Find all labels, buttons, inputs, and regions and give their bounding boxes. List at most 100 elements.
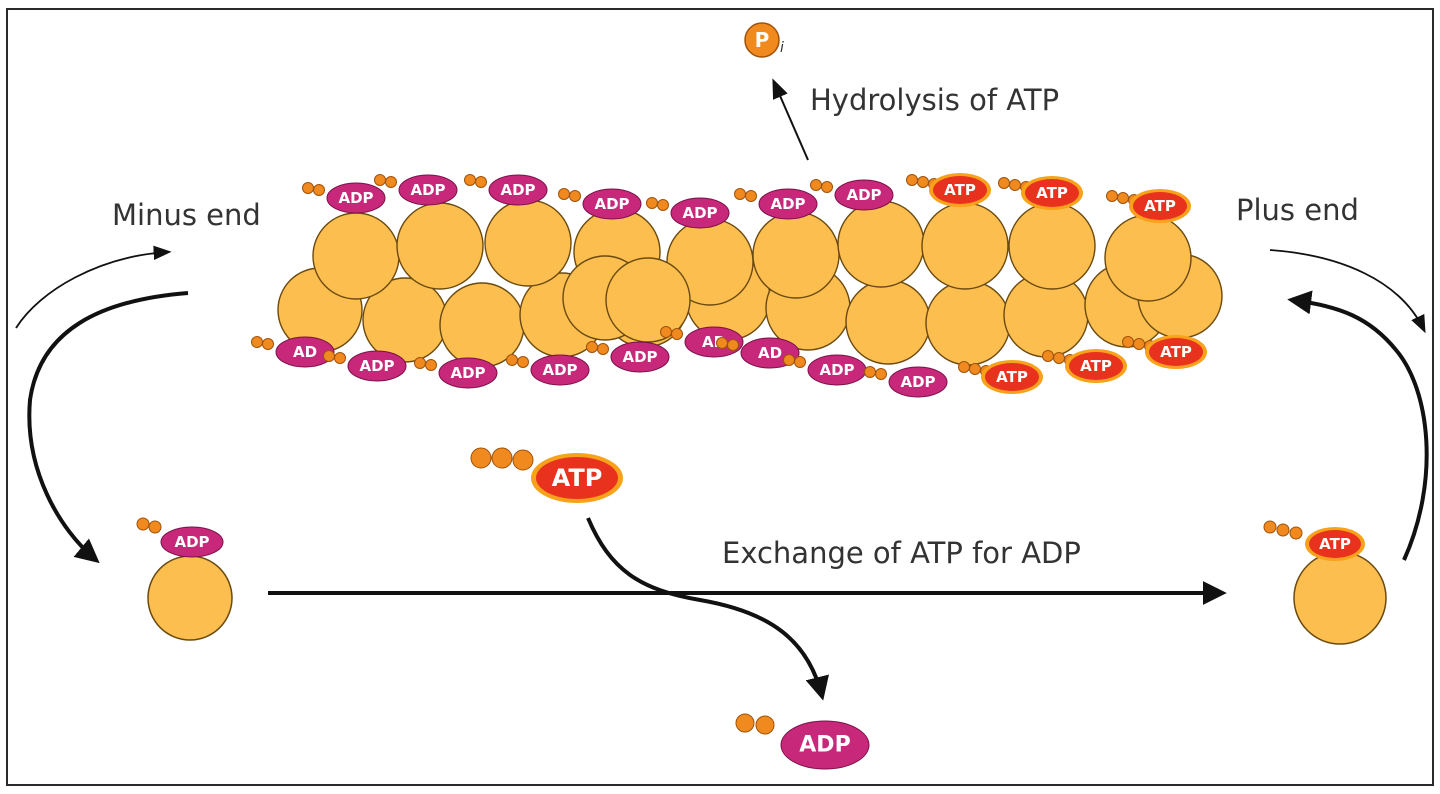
adp-bound-subunit-cap: ADP — [302, 182, 386, 214]
phosphate-dot — [1106, 190, 1118, 202]
adp-body — [398, 174, 458, 206]
free-atp: ATP — [470, 447, 623, 503]
atp-body — [933, 176, 987, 204]
adp-bound-subunit-cap: ADP — [374, 174, 458, 206]
adp-body — [888, 366, 948, 398]
plus-end-label: Plus end — [1236, 193, 1359, 227]
adp-text: ADP — [410, 181, 445, 199]
phosphate-dot — [906, 174, 918, 186]
phosphate-dot — [727, 339, 739, 351]
phosphate-dot — [262, 338, 274, 350]
phosphate-dot — [374, 174, 386, 186]
phosphate-dot — [1053, 352, 1065, 364]
phosphate-dot — [958, 361, 970, 373]
atp-body — [985, 363, 1039, 391]
phosphate-dot — [385, 176, 397, 188]
adp-text: ADP — [594, 195, 629, 213]
adp-text: ADP — [542, 361, 577, 379]
adp-text: ADP — [900, 373, 935, 391]
adp-body — [438, 357, 498, 389]
adp-bound-subunit-cap: ADP — [586, 341, 670, 373]
atp-to-adp-arrow — [586, 517, 829, 701]
adp-bound-subunit-cap: ADP — [810, 179, 894, 211]
atp-bound-subunit-cap: ATP — [998, 176, 1083, 210]
phosphate-dot — [660, 326, 672, 338]
phosphate-dot — [251, 336, 263, 348]
actin-subunit — [845, 279, 931, 365]
atp-bound-subunit-cap: ATP — [1042, 349, 1127, 383]
adp-text: AD — [293, 343, 317, 361]
adp-body — [347, 350, 407, 382]
atp-text: ATP — [996, 368, 1028, 386]
phosphate-dot — [864, 366, 876, 378]
exchange-label: Exchange of ATP for ADP — [722, 536, 1081, 570]
adp-bound-subunit-cap: ADP — [864, 366, 948, 398]
adp-body — [684, 326, 744, 358]
adp-text: AD — [758, 344, 782, 362]
phosphate-dot — [783, 354, 795, 366]
adp-bound-subunit-cap: ADP — [414, 357, 498, 389]
adp-bound-subunit-cap: ADP — [734, 188, 818, 220]
adp-text: ADP — [819, 361, 854, 379]
adp-body — [275, 336, 335, 368]
atp-text: ATP — [1036, 184, 1068, 202]
minus-end-thin-arrow — [15, 245, 172, 329]
actin-subunit — [837, 200, 925, 288]
phosphate-dot — [569, 190, 581, 202]
actin-subunit — [312, 212, 400, 300]
phosphate-dot — [875, 368, 887, 380]
phosphate-dot — [794, 356, 806, 368]
filament-top-strand — [312, 199, 1192, 343]
phosphate-dot — [475, 176, 487, 188]
adp-text: ADP — [682, 204, 717, 222]
adp-text: ADP — [622, 348, 657, 366]
atp-text: ATP — [1144, 197, 1176, 215]
phosphate-dot — [657, 199, 669, 211]
adp-bound-subunit-cap: AD — [251, 336, 335, 368]
actin-subunit — [925, 280, 1011, 366]
actin-subunit — [752, 211, 840, 299]
phosphate-dot — [969, 363, 981, 375]
adp-bound-subunit-cap: ADP — [464, 174, 548, 206]
phosphate-dot — [671, 328, 683, 340]
phosphate-dot — [302, 182, 314, 194]
atp-bound-subunit-cap: ATP — [1106, 189, 1191, 223]
actin-subunit — [1008, 202, 1096, 290]
adp-bound-subunit-cap: ADP — [506, 354, 590, 386]
atp-bound-subunit-cap: ATP — [958, 360, 1043, 394]
adp-body — [610, 341, 670, 373]
atp-bound-subunit-cap: ATP — [1122, 335, 1207, 369]
phosphate-dot — [998, 177, 1010, 189]
phosphate-dot — [716, 337, 728, 349]
phosphate-dot — [917, 176, 929, 188]
pi-phosphate: P i — [744, 22, 784, 58]
adp-bound-subunit-cap: ADP — [646, 197, 730, 229]
adp-text: ADP — [359, 357, 394, 375]
adp-text: ADP — [338, 189, 373, 207]
atp-text: ATP — [1080, 357, 1112, 375]
adp-body — [834, 179, 894, 211]
phosphate-dot — [506, 354, 518, 366]
adp-body — [582, 188, 642, 220]
adp-bound-subunit-cap: ADP — [558, 188, 642, 220]
released-adp-text: ADP — [799, 733, 850, 758]
pi-subscript: i — [780, 40, 784, 56]
adp-text: ADP — [770, 195, 805, 213]
actin-subunit — [921, 202, 1009, 290]
adp-body — [530, 354, 590, 386]
phosphate-dot — [425, 359, 437, 371]
adp-body — [758, 188, 818, 220]
adp-body — [670, 197, 730, 229]
phosphate-dot — [1042, 350, 1054, 362]
plus-end-thin-arrow — [1269, 249, 1426, 334]
released-adp: ADP — [735, 713, 870, 770]
hydrolysis-label: Hydrolysis of ATP — [810, 83, 1059, 117]
phosphate-dot — [1117, 192, 1129, 204]
atp-body — [1133, 192, 1187, 220]
adp-bound-subunit-cap: ADP — [323, 350, 407, 382]
pi-main-text: P — [755, 28, 770, 52]
phosphate-dot — [464, 174, 476, 186]
polymerization-arrow — [1287, 290, 1429, 561]
phosphate-dot — [1122, 336, 1134, 348]
actin-subunit — [396, 202, 484, 290]
